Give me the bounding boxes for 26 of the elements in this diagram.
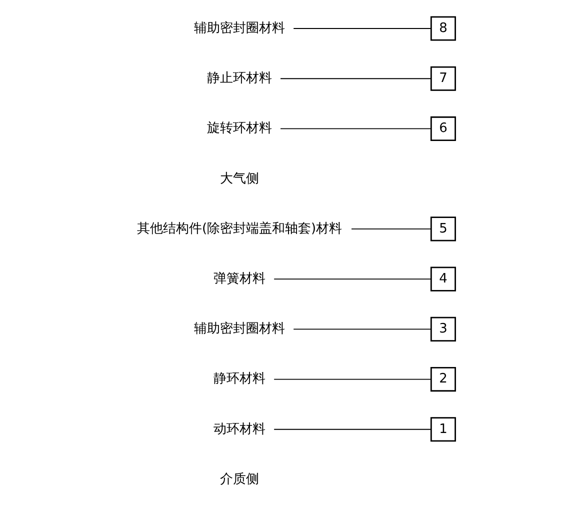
node-box: 7 xyxy=(430,66,456,91)
node-box: 5 xyxy=(430,216,456,242)
node-box: 6 xyxy=(430,116,456,142)
connector xyxy=(293,328,432,330)
node-box: 4 xyxy=(430,266,456,292)
label: 介质侧 xyxy=(220,472,260,487)
node-box: 1 xyxy=(430,417,456,442)
node-text: 静止环材料 xyxy=(207,71,272,86)
connector xyxy=(274,428,432,430)
node-text: 动环材料 xyxy=(214,422,266,437)
node-box: 2 xyxy=(430,366,456,392)
node-text: 弹簧材料 xyxy=(214,271,266,286)
connector xyxy=(351,228,432,230)
node-text: 静环材料 xyxy=(214,372,266,387)
node-text: 辅助密封圈材料 xyxy=(194,322,286,337)
node-box: 3 xyxy=(430,316,456,342)
node-box: 8 xyxy=(430,16,456,41)
label: 大气侧 xyxy=(220,171,260,186)
node-text: 其他结构件(除密封端盖和轴套)材料 xyxy=(136,221,342,236)
connector xyxy=(274,378,432,380)
connector xyxy=(280,78,432,80)
connector xyxy=(274,278,432,280)
connector xyxy=(293,28,432,29)
node-text: 旋转环材料 xyxy=(207,121,272,136)
node-text: 辅助密封圈材料 xyxy=(194,20,286,36)
connector xyxy=(280,128,432,130)
